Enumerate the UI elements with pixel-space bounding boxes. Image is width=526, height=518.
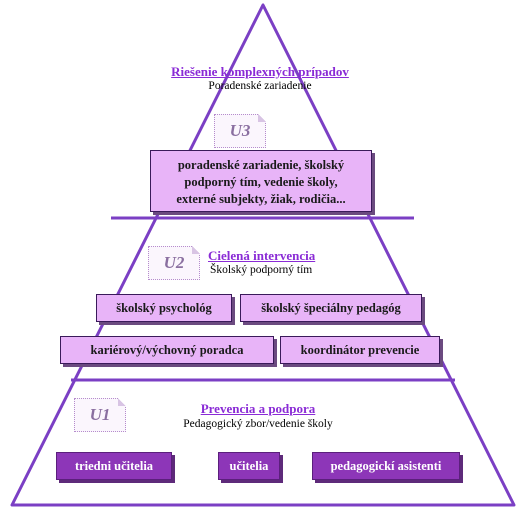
u3-actors-line-3: externé subjekty, žiak, rodičia... — [176, 192, 346, 206]
u1-tag: U1 — [74, 398, 126, 432]
u2-tag: U2 — [148, 246, 200, 280]
u1-role-teachers: učitelia — [218, 452, 280, 480]
u1-role-class-teachers: triedni učitelia — [56, 452, 172, 480]
u3-actors-box: poradenské zariadenie, školský podporný … — [150, 150, 372, 212]
u1-title: Prevencia a podpora — [200, 401, 316, 416]
u1-role-pedagogical-assistants: pedagogickí asistenti — [312, 452, 460, 480]
u2-role-prevention-coordinator: koordinátor prevencie — [280, 336, 440, 364]
u2-role-career-counselor: kariérový/výchovný poradca — [60, 336, 274, 364]
u3-subtitle: Poradenské zariadenie — [208, 80, 312, 92]
u2-role-psychologist: školský psychológ — [96, 294, 232, 322]
u3-tag: U3 — [214, 114, 266, 148]
u2-title: Cielená intervencia — [208, 248, 316, 263]
u2-role-special-pedagogue: školský špeciálny pedagóg — [240, 294, 422, 322]
u3-actors-line-1: poradenské zariadenie, školský — [177, 158, 345, 172]
u3-title: Riešenie komplexných prípadov — [171, 64, 349, 79]
u2-subtitle: Školský podporný tím — [210, 264, 313, 276]
u3-actors-line-2: podporný tím, vedenie školy, — [184, 175, 338, 189]
u1-subtitle: Pedagogický zbor/vedenie školy — [183, 418, 333, 430]
